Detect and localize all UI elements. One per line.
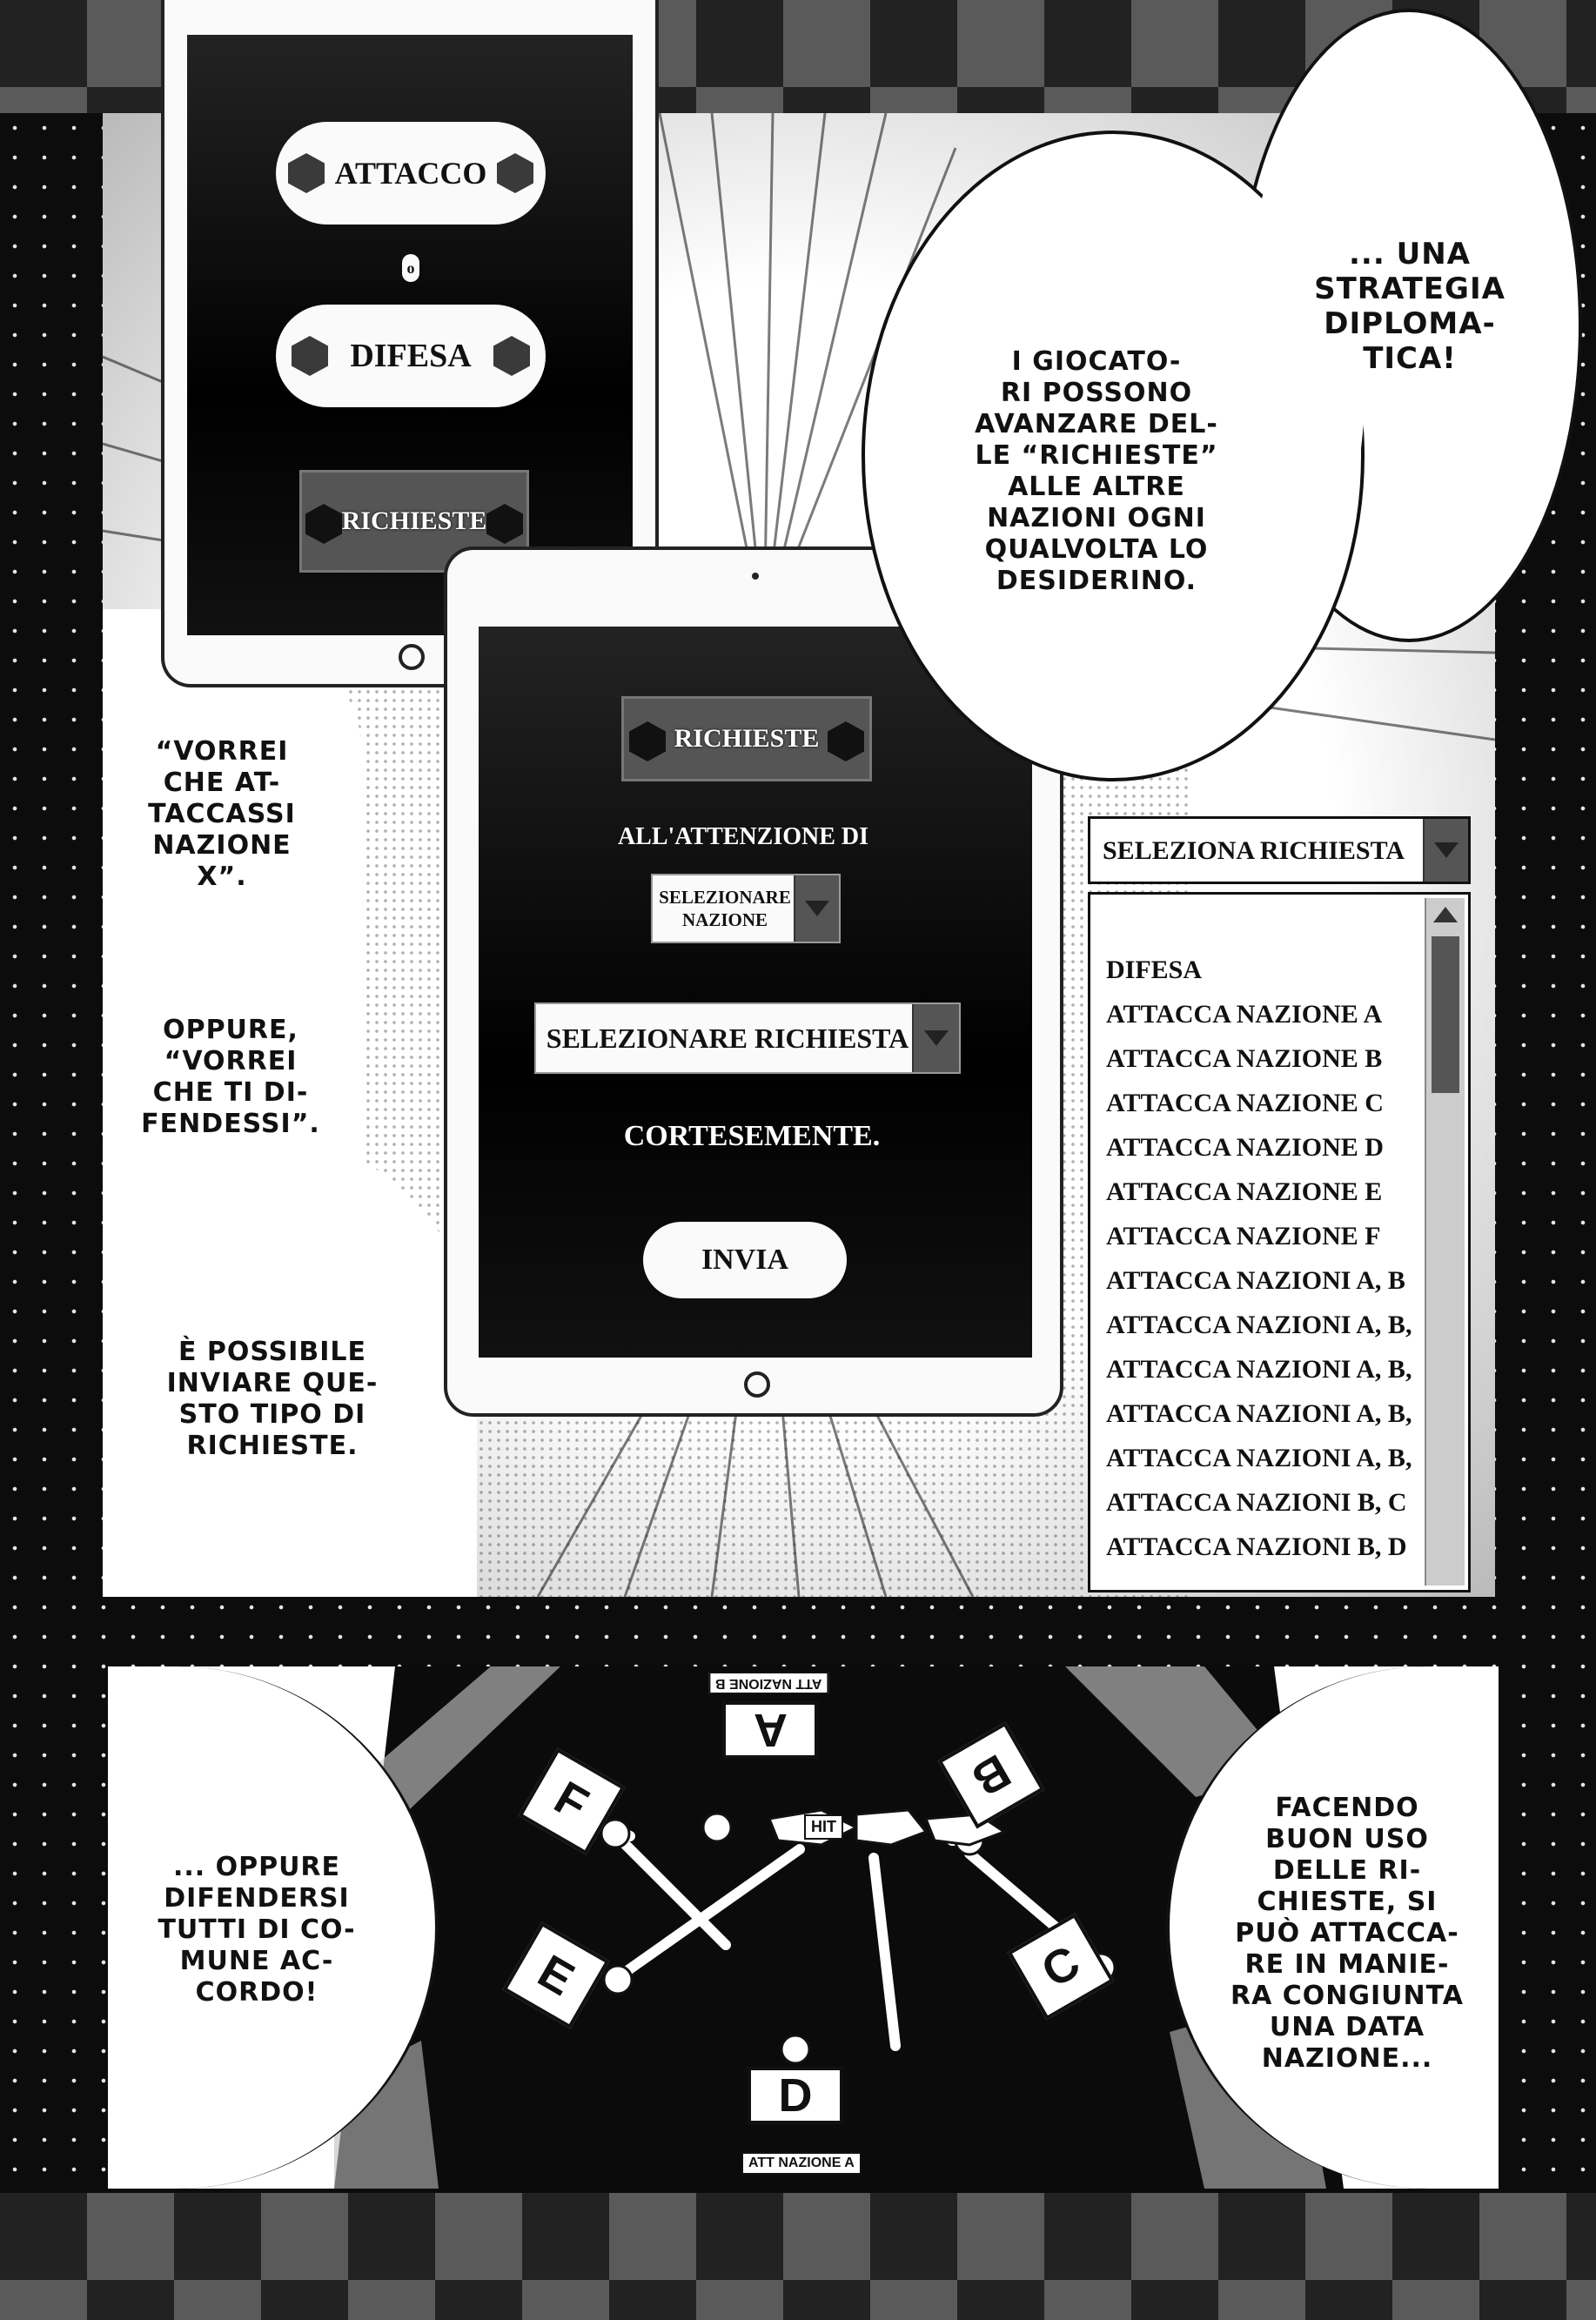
list-item[interactable]: ATTACCA NAZIONI A, B <box>1106 1266 1405 1295</box>
nation-select[interactable]: SELEZIONARE NAZIONE <box>651 874 841 943</box>
list-item[interactable]: ATTACCA NAZIONI A, B, <box>1106 1355 1412 1384</box>
nation-select-value: SELEZIONARE NAZIONE <box>659 887 791 930</box>
attack-label: ATTACCO <box>334 156 487 191</box>
defense-button[interactable]: DIFESA <box>276 305 546 407</box>
hit-label: HIT <box>811 1818 836 1835</box>
top-nation-tag: NAZIONE B <box>715 1676 792 1691</box>
top-att-tag: ATT NAZIONE B <box>708 1672 829 1694</box>
chevron-down-icon[interactable] <box>912 1004 959 1072</box>
send-label: INVIA <box>701 1244 789 1276</box>
nation-card-a-letter: A <box>753 1704 788 1756</box>
requests-label: RICHIESTE <box>341 506 487 535</box>
bottom-att-label: ATT <box>748 2156 775 2170</box>
list-item[interactable]: ATTACCA NAZIONE B <box>1106 1044 1383 1073</box>
request-list-header[interactable]: SELEZIONA RICHIESTA <box>1088 816 1471 884</box>
list-item[interactable]: ATTACCA NAZIONE E <box>1106 1177 1383 1206</box>
nation-card-c-letter: C <box>1033 1935 1089 1998</box>
hex-icon <box>288 153 325 193</box>
hex-icon <box>497 153 533 193</box>
hex-icon <box>629 721 666 761</box>
home-button[interactable] <box>399 644 425 670</box>
list-item[interactable]: ATTACCA NAZIONE F <box>1106 1222 1381 1251</box>
requests-title: RICHIESTE <box>674 724 820 753</box>
list-item[interactable]: ATTACCA NAZIONE D <box>1106 1133 1384 1162</box>
send-button[interactable]: INVIA <box>643 1222 847 1298</box>
request-list: DIFESA ATTACCA NAZIONE A ATTACCA NAZIONE… <box>1088 892 1471 1592</box>
list-item[interactable]: ATTACCA NAZIONI A, B, <box>1106 1444 1412 1472</box>
camera-dot <box>752 573 759 580</box>
hit-burst: HIT <box>804 1814 843 1840</box>
top-att-label: ATT <box>795 1676 822 1691</box>
list-item[interactable]: ATTACCA NAZIONI A, B, <box>1106 1311 1412 1339</box>
bubble-overlap-fill <box>1244 131 1366 583</box>
bottom-nation-tag: NAZIONE A <box>778 2156 855 2170</box>
nation-card-a[interactable]: A <box>722 1701 818 1759</box>
request-select-value: SELEZIONARE RICHIESTA <box>546 1022 909 1054</box>
hex-icon <box>292 336 328 376</box>
example-defense-caption: OPPURE, “VORREI CHE TI DI- FENDESSI”. <box>141 1015 320 1139</box>
nation-card-b-letter: B <box>963 1744 1019 1807</box>
attention-label: ALL'ATTENZIONE DI <box>617 823 869 850</box>
list-item[interactable]: ATTACCA NAZIONE C <box>1106 1089 1384 1117</box>
scrollbar[interactable] <box>1425 898 1465 1586</box>
list-item[interactable]: ATTACCA NAZIONI A, B, <box>1106 1399 1412 1428</box>
defense-label: DIFESA <box>350 338 472 374</box>
possible-caption: È POSSIBILE INVIARE QUE- STO TIPO DI RIC… <box>166 1337 379 1461</box>
tablet-choice: ATTACCO o DIFESA RICHIESTE <box>161 0 659 687</box>
left-caption-column-lower <box>103 1131 477 1597</box>
nation-card-e-letter: E <box>529 1945 583 2006</box>
joint-attack-caption: FACENDO BUON USO DELLE RI- CHIESTE, SI P… <box>1231 1793 1464 2074</box>
nation-card-d-letter: D <box>778 2069 813 2122</box>
courtesy-label: CORTESEMENTE. <box>623 1120 881 1152</box>
hex-icon <box>828 721 864 761</box>
hex-icon <box>486 504 523 544</box>
request-list-header-text: SELEZIONA RICHIESTA <box>1103 836 1405 865</box>
list-item[interactable]: ATTACCA NAZIONI B, C <box>1106 1488 1407 1517</box>
defend-caption: ... OPPURE DIFENDERSI TUTTI DI CO- MUNE … <box>158 1852 356 2008</box>
chevron-down-icon[interactable] <box>794 875 839 942</box>
nation-card-d[interactable]: D <box>748 2067 843 2124</box>
scrollbar-thumb[interactable] <box>1432 936 1459 1093</box>
or-separator: o <box>402 254 419 282</box>
request-select[interactable]: SELEZIONARE RICHIESTA <box>534 1002 961 1074</box>
or-label: o <box>406 258 415 277</box>
example-request-caption: “VORREI CHE AT- TACCASSI NAZIONE X”. <box>148 736 296 892</box>
nation-card-f-letter: F <box>546 1771 598 1832</box>
requests-title-button: RICHIESTE <box>621 696 872 781</box>
bottom-att-tag: ATT NAZIONE A <box>741 2152 862 2175</box>
strategy-caption: ... UNA STRATEGIA DIPLOMA- TICA! <box>1314 237 1505 376</box>
bottom-checker-border <box>0 2193 1596 2320</box>
scroll-up-icon[interactable] <box>1433 907 1458 922</box>
hex-icon <box>305 504 342 544</box>
attack-button[interactable]: ATTACCO <box>276 122 546 225</box>
chevron-down-icon[interactable] <box>1423 819 1468 882</box>
players-caption: I GIOCATO- RI POSSONO AVANZARE DEL- LE “… <box>975 346 1218 596</box>
list-item[interactable]: DIFESA <box>1106 955 1203 984</box>
home-button[interactable] <box>744 1371 770 1398</box>
list-item[interactable]: ATTACCA NAZIONE A <box>1106 1000 1383 1029</box>
hex-icon <box>493 336 530 376</box>
list-item[interactable]: ATTACCA NAZIONI B, D <box>1106 1532 1407 1561</box>
